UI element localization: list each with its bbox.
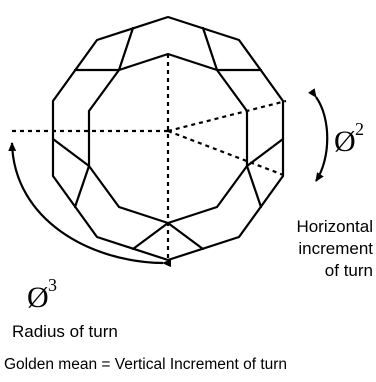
phi3-symbol: Ø	[27, 281, 49, 314]
horizontal-label-line2: increment	[298, 239, 373, 258]
phi3-arc-arrow	[8, 142, 172, 268]
phi3-exponent: 3	[48, 275, 57, 295]
radius-of-turn-label: Radius of turn	[12, 322, 118, 341]
horizontal-label-line3: of turn	[325, 261, 373, 280]
phi2-arc-arrow	[308, 88, 329, 182]
horizontal-label-line1: Horizontal	[296, 217, 373, 236]
phi2-exponent: 2	[355, 119, 364, 139]
upper-diagonal-dashed	[167, 99, 287, 133]
golden-mean-caption: Golden mean = Vertical Increment of turn	[4, 356, 287, 373]
phi2-symbol: Ø	[334, 125, 356, 158]
lower-diagonal-dashed	[167, 129, 287, 178]
